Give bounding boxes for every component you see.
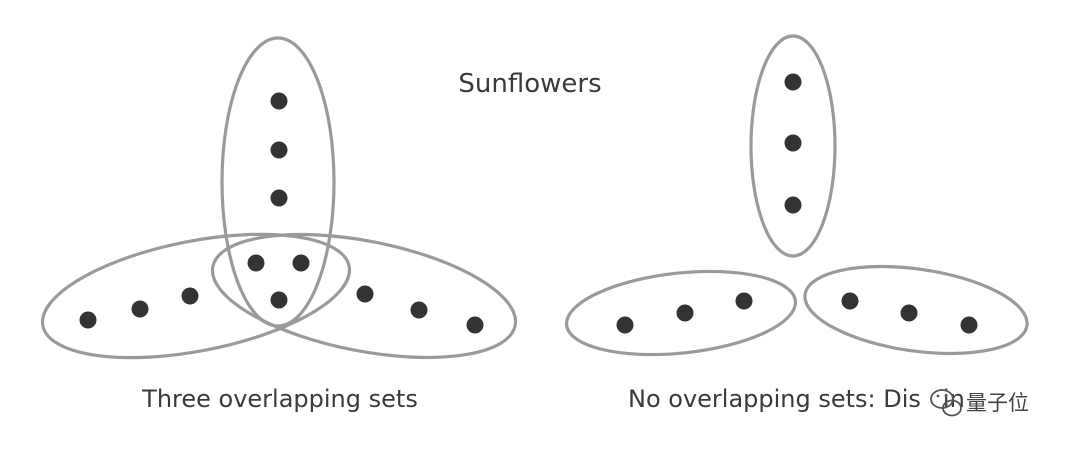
set-member-dot bbox=[676, 304, 694, 322]
set-member-dot bbox=[356, 285, 374, 303]
set-member-dot bbox=[784, 196, 802, 214]
set-member-dot bbox=[466, 316, 484, 334]
diagram-title: Sunflowers bbox=[458, 69, 601, 99]
wechat-icon bbox=[930, 389, 962, 417]
set-member-dot bbox=[410, 301, 428, 319]
set-member-dot bbox=[960, 316, 978, 334]
overlapping-sets-diagram: Three overlapping sets bbox=[40, 36, 518, 413]
set-member-dot bbox=[292, 254, 310, 272]
set-member-dot bbox=[735, 292, 753, 310]
set-member-dot bbox=[616, 316, 634, 334]
watermark-text: 量子位 bbox=[966, 391, 1029, 415]
set-member-dot bbox=[131, 300, 149, 318]
top-disjoint-ellipse bbox=[749, 34, 837, 258]
set-member-dot bbox=[270, 291, 288, 309]
vertical-set-ellipse bbox=[220, 36, 336, 328]
right-disjoint-ellipse bbox=[803, 264, 1029, 356]
left-disjoint-ellipse bbox=[564, 269, 798, 357]
disjoint-caption-main: No overlapping sets: Dis bbox=[628, 385, 921, 413]
set-member-dot bbox=[270, 141, 288, 159]
overlapping-caption: Three overlapping sets bbox=[141, 385, 418, 413]
set-member-dot bbox=[900, 304, 918, 322]
set-member-dot bbox=[784, 73, 802, 91]
left-set-ellipse bbox=[40, 232, 352, 360]
set-member-dot bbox=[841, 292, 859, 310]
set-member-dot bbox=[181, 287, 199, 305]
set-member-dot bbox=[79, 311, 97, 329]
set-member-dot bbox=[784, 134, 802, 152]
set-member-dot bbox=[270, 189, 288, 207]
watermark: 量子位 bbox=[930, 389, 1029, 417]
set-member-dot bbox=[247, 254, 265, 272]
set-member-dot bbox=[270, 92, 288, 110]
right-set-ellipse bbox=[210, 232, 518, 360]
